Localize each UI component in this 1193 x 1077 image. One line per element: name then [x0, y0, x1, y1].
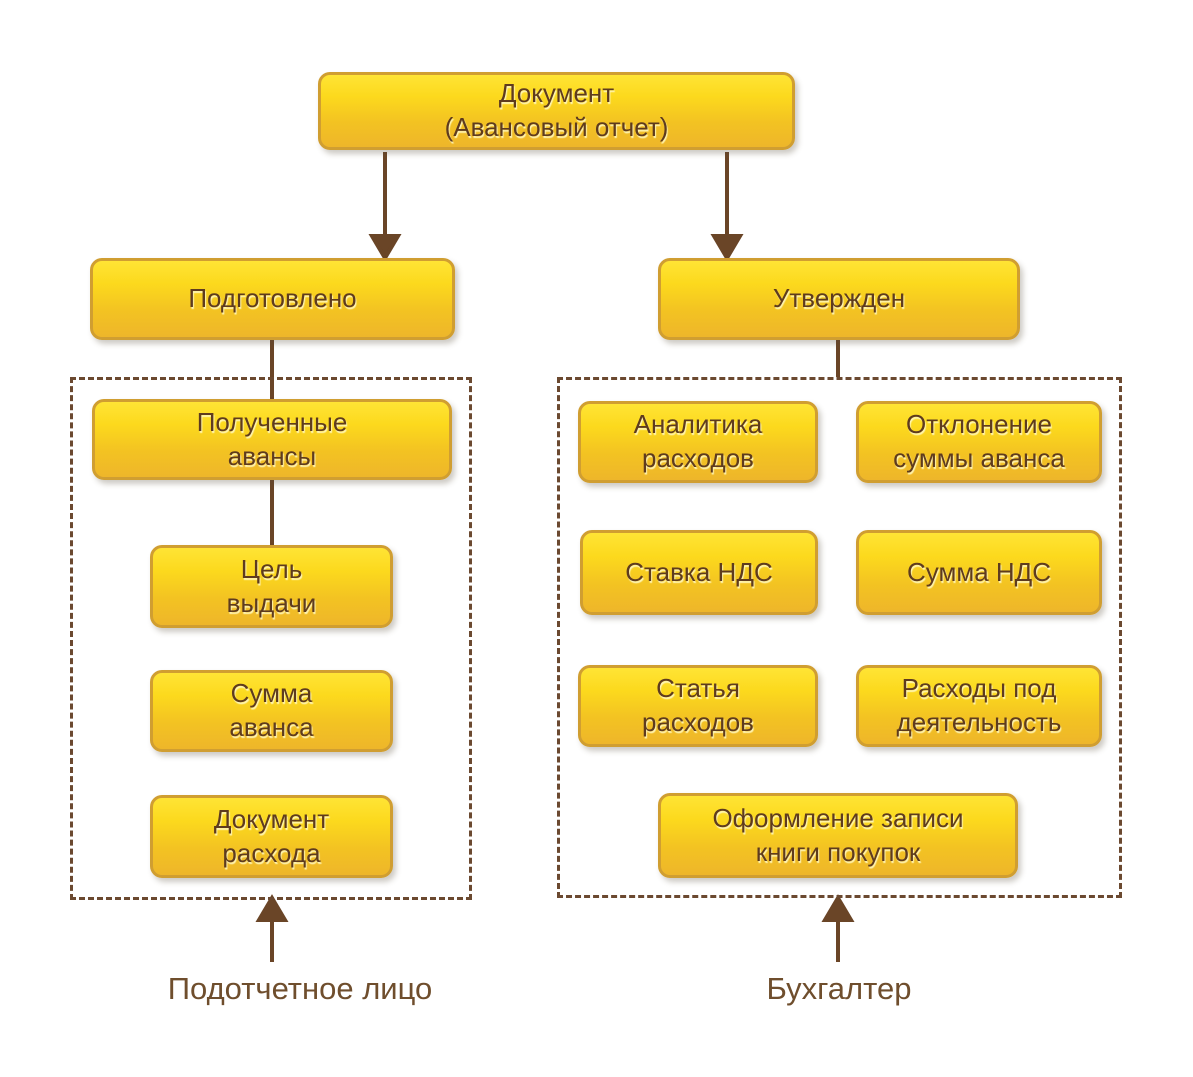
node-vat-amount: Сумма НДС [856, 530, 1102, 615]
node-issue-purpose: Цель выдачи [150, 545, 393, 628]
group-prepared-details [70, 377, 472, 900]
arrowhead-accountant-up [821, 894, 855, 922]
node-advance-amount: Сумма аванса [150, 670, 393, 752]
node-received-advances: Полученные авансы [92, 399, 452, 480]
node-expense-document: Документ расхода [150, 795, 393, 878]
arrowhead-accountable-person-up [255, 894, 289, 922]
node-prepared: Подготовлено [90, 258, 455, 340]
node-purchase-book-entry: Оформление записи книги покупок [658, 793, 1018, 878]
node-expense-analytics: Аналитика расходов [578, 401, 818, 483]
arrowhead-document-to-prepared [368, 234, 402, 262]
label-accountant: Бухгалтер [766, 971, 912, 1006]
node-approved: Утвержден [658, 258, 1020, 340]
arrowhead-document-to-approved [710, 234, 744, 262]
node-activity-expenses: Расходы под деятельность [856, 665, 1102, 747]
node-advance-amount-deviation: Отклонение суммы аванса [856, 401, 1102, 483]
node-vat-rate: Ставка НДС [580, 530, 818, 615]
label-accountable-person: Подотчетное лицо [167, 971, 433, 1006]
node-document-advance-report: Документ (Авансовый отчет) [318, 72, 795, 150]
group-approved-details [557, 377, 1122, 898]
node-expense-item: Статья расходов [578, 665, 818, 747]
